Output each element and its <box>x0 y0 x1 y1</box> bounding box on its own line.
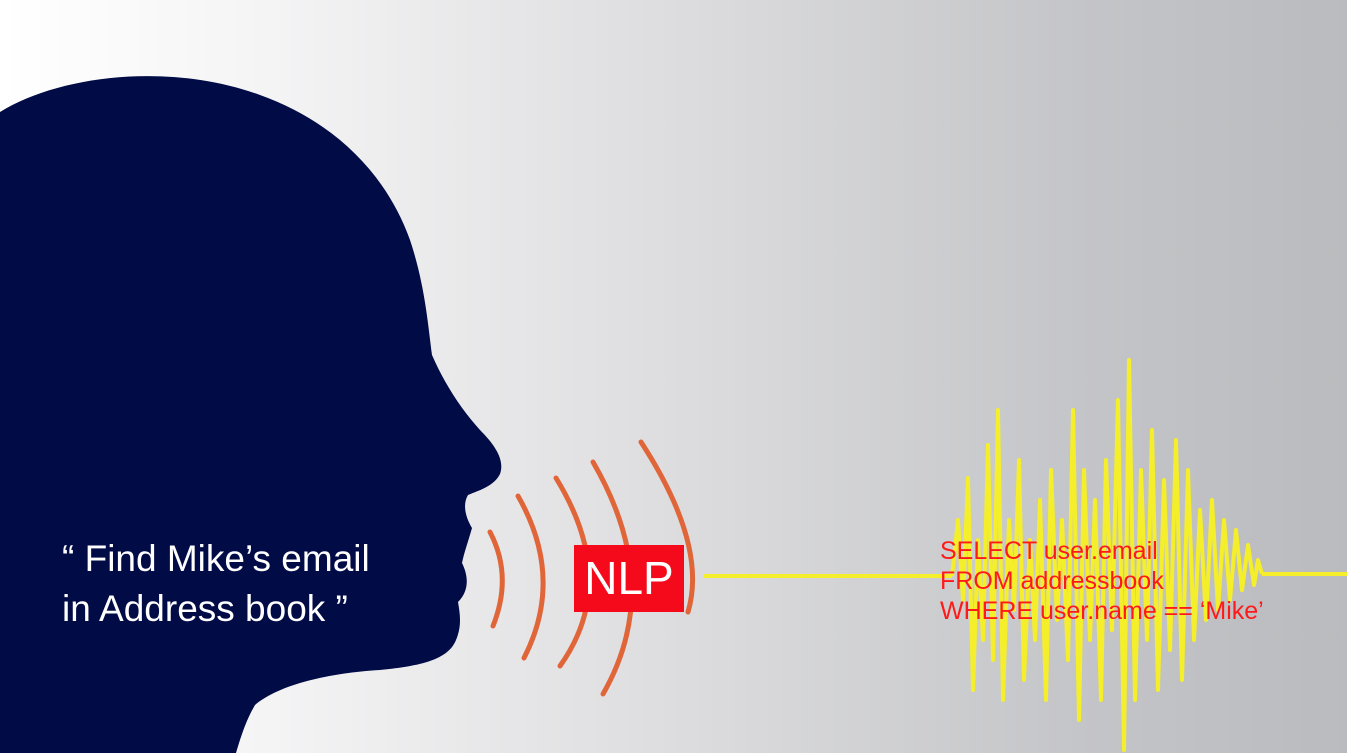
waveform-signal <box>950 358 1264 752</box>
nlp-badge: NLP <box>574 545 684 612</box>
sound-wave-arc-2 <box>515 493 546 661</box>
quote-line-1: “ Find Mike’s email <box>62 538 370 579</box>
quote-line-2: in Address book ” <box>62 588 348 629</box>
sql-line-select: SELECT user.email <box>940 537 1158 565</box>
sql-query: SELECT user.email FROM addressbook WHERE… <box>940 536 1264 626</box>
spoken-query-quote: “ Find Mike’s email in Address book ” <box>62 534 482 634</box>
sound-wave-arc-1 <box>487 529 505 629</box>
sql-line-where: WHERE user.name == ‘Mike’ <box>940 597 1264 625</box>
sql-line-from: FROM addressbook <box>940 567 1164 595</box>
speaking-head-silhouette-icon <box>0 76 502 753</box>
sound-wave-arc-5 <box>638 439 696 615</box>
audio-waveform-icon <box>703 358 1347 752</box>
